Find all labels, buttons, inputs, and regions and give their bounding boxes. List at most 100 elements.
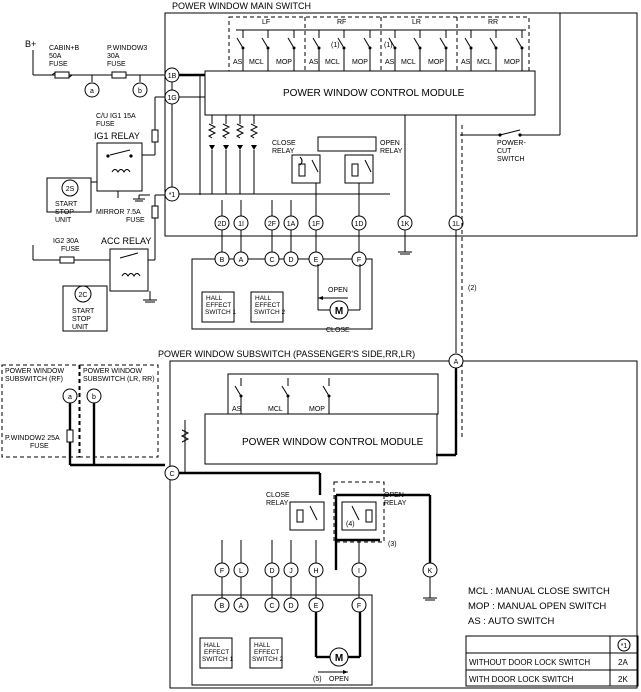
main-switch-frame <box>164 12 638 237</box>
start-stop-unit-2 <box>62 285 108 332</box>
main-switch-contact <box>236 30 245 71</box>
main-connector-2D: 2D <box>214 200 230 231</box>
main-switch-contacts <box>236 29 526 71</box>
svg-text:D: D <box>288 603 293 610</box>
svg-text:MOP: MOP <box>504 59 520 66</box>
group-label-rr: RR <box>488 19 498 26</box>
svg-text:E: E <box>314 603 319 610</box>
svg-text:C: C <box>169 471 174 478</box>
note-1a: (1) <box>331 42 340 49</box>
main-connector-1L: 1L <box>448 200 464 231</box>
side-node-a: a <box>62 388 78 404</box>
sub-module-label: POWER WINDOW CONTROL MODULE <box>242 437 424 448</box>
svg-text:MCL: MCL <box>268 406 283 413</box>
pwindow3-fuse-icon <box>111 71 127 79</box>
note-3: (3) <box>388 541 397 548</box>
legend-table: *1 WITHOUT DOOR LOCK SWITCH 2A WITH DOOR… <box>465 635 639 687</box>
sub-motor-pin-B: B <box>214 577 230 613</box>
node-a-top: a <box>84 82 100 98</box>
pwindow2-fuse-icon <box>66 429 74 443</box>
svg-text:A: A <box>239 603 244 610</box>
svg-text:C: C <box>269 257 274 264</box>
legend-as: AS : AUTO SWITCH <box>468 616 555 627</box>
main-switch-contact <box>388 30 397 71</box>
group-labels: LF RF LR RR <box>262 19 498 26</box>
svg-text:AS: AS <box>385 59 395 66</box>
main-connector-2F: 2F <box>264 200 280 231</box>
main-switch-contact <box>337 30 346 71</box>
main-switch-contact <box>464 30 473 71</box>
main-connector-1K: 1K <box>397 200 413 231</box>
main-connector-1I: 1I <box>233 200 249 231</box>
main-connector-1F: 1F <box>308 200 324 231</box>
svg-text:AS: AS <box>461 59 471 66</box>
svg-text:K: K <box>428 568 433 575</box>
resistor-diode <box>207 115 217 194</box>
sub-connector-I: I <box>351 540 367 578</box>
sub-node-a: A <box>448 353 464 369</box>
sub-close-relay-box <box>289 501 325 531</box>
table-row-value-0: 2A <box>618 658 628 667</box>
sub-motor-pin-A: A <box>233 577 249 613</box>
main-switch-contact <box>413 30 422 71</box>
main-motor-pin-A: A <box>233 230 249 267</box>
svg-text:D: D <box>269 568 274 575</box>
svg-text:A: A <box>239 257 244 264</box>
bplus-label: B+ <box>25 39 36 49</box>
main-motor-pin-F: F <box>351 230 367 267</box>
svg-text:1A: 1A <box>287 221 296 228</box>
main-switch-contact <box>261 30 270 71</box>
sub-switch-title: POWER WINDOW SUBSWITCH (PASSENGER'S SIDE… <box>158 349 415 359</box>
svg-text:L: L <box>239 568 243 575</box>
svg-text:MOP: MOP <box>276 59 292 66</box>
sub-connector-D: D <box>264 540 280 578</box>
acc-relay-box <box>109 248 149 292</box>
connector-1g: 1G <box>164 89 180 105</box>
acc-relay-label: ACC RELAY <box>101 236 151 246</box>
main-control-module <box>204 70 536 116</box>
sub-connector-J: J <box>283 540 299 578</box>
main-hall-2 <box>250 291 284 323</box>
table-header: *1 <box>621 643 628 650</box>
svg-text:AS: AS <box>233 59 243 66</box>
svg-text:a: a <box>68 394 72 401</box>
main-close-label: CLOSE <box>326 327 350 334</box>
sub-switch-contacts <box>234 378 331 414</box>
main-motor-pin-B: B <box>214 230 230 267</box>
main-switch-title: POWER WINDOW MAIN SWITCH <box>172 1 311 11</box>
svg-text:A: A <box>454 359 459 366</box>
sub-switch-contact <box>234 378 243 414</box>
main-module-label: POWER WINDOW CONTROL MODULE <box>283 88 465 99</box>
main-switch-contact <box>515 30 524 71</box>
sub-open-label: OPEN <box>329 676 349 683</box>
lrrr-subswitch-box <box>79 364 159 458</box>
main-switch-contact <box>287 30 296 71</box>
sub-connector-K: K <box>422 540 438 578</box>
sub-hall-1 <box>199 637 233 669</box>
svg-text:M: M <box>335 653 343 664</box>
sub-node-c: C <box>164 465 180 481</box>
main-connector-1D: 1D <box>351 200 367 231</box>
svg-text:2C: 2C <box>79 292 88 299</box>
svg-text:1D: 1D <box>355 221 364 228</box>
main-switch-contact <box>439 30 448 71</box>
svg-text:F: F <box>220 568 224 575</box>
svg-text:MOP: MOP <box>428 59 444 66</box>
svg-text:I: I <box>358 568 360 575</box>
main-resistors <box>207 115 259 194</box>
sub-hall-2 <box>249 637 283 669</box>
main-switch-contact <box>312 30 321 71</box>
sub-connector-H: H <box>308 540 324 578</box>
svg-text:MCL: MCL <box>249 59 264 66</box>
ig2-fuse-icon <box>59 256 75 264</box>
